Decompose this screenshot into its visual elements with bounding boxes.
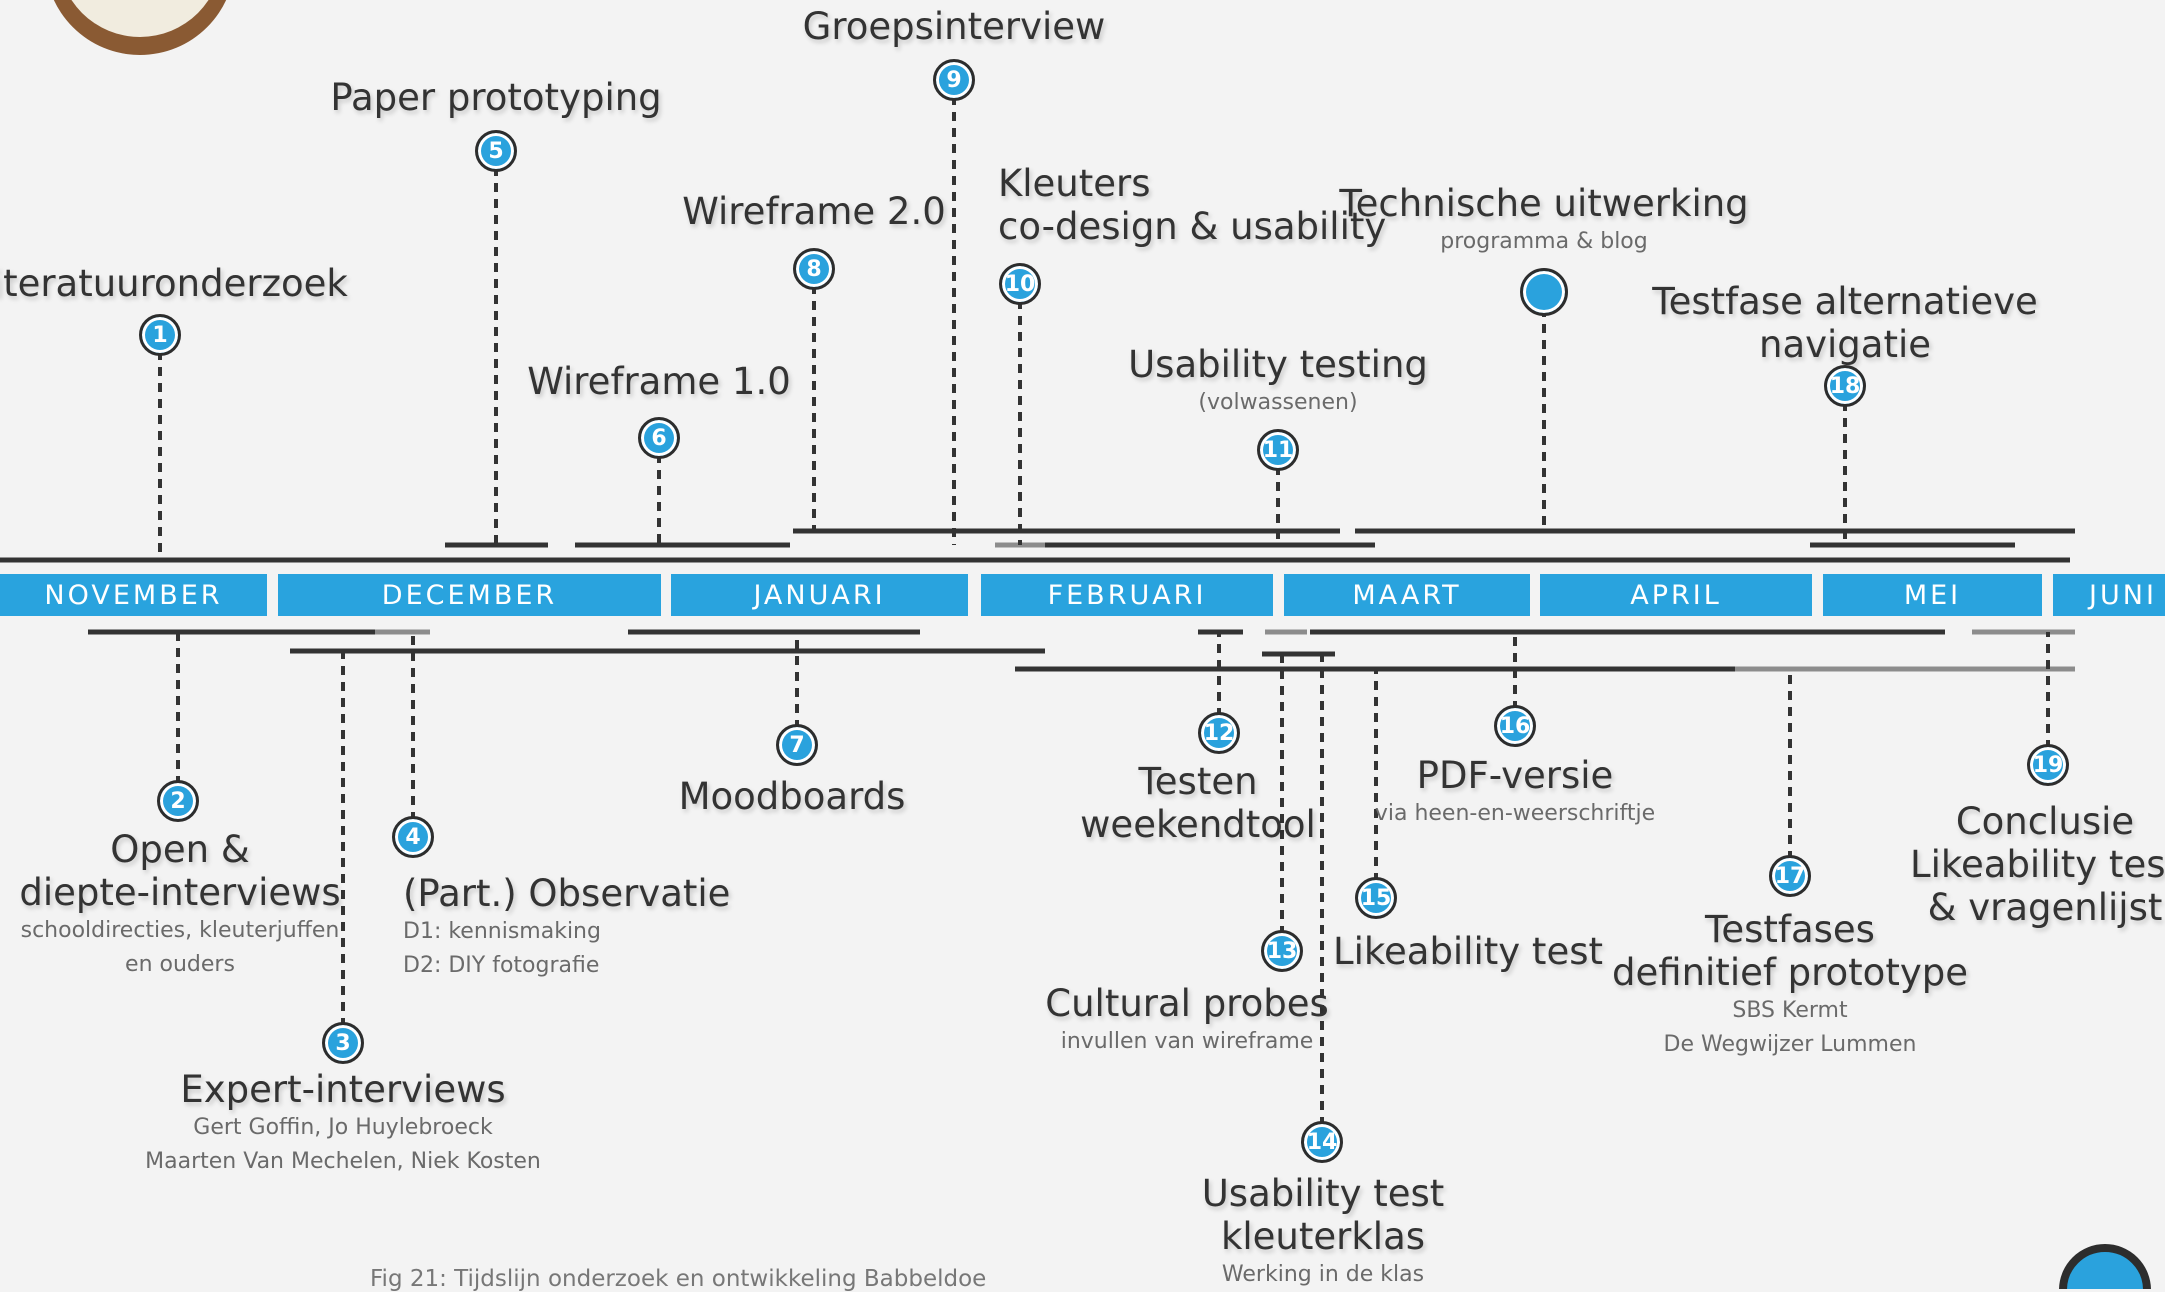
milestone-marker-3: 3 [322,1022,364,1064]
milestone-marker-8: 8 [793,248,835,290]
milestone-subtitle: invullen van wireframe [1060,1029,1314,1054]
milestone-label-technische-uitwerking: Technische uitwerking programma & blog [1339,182,1748,259]
month-november: NOVEMBER [0,574,267,616]
milestone-marker-12: 12 [1198,712,1240,754]
milestone-label-13: Cultural probes invullen van wireframe [1045,982,1329,1059]
milestone-title: Testfases [1705,908,1875,951]
milestone-marker-15: 15 [1355,877,1397,919]
milestone-subtitle: SBS Kermt [1732,998,1848,1023]
milestone-label-15: Likeability test [1333,930,1603,973]
milestone-marker-17: 17 [1769,855,1811,897]
brand-logo-icon [2059,1244,2151,1289]
milestone-title: Wireframe 1.0 [527,360,791,403]
milestone-subtitle: schooldirecties, kleuterjuffen [20,918,340,943]
milestone-title: weekendtool [1080,803,1316,846]
milestone-label-2: Open &diepte-interviews schooldirecties, … [19,828,340,982]
milestone-subtitle: D1: kennismaking [403,919,601,944]
milestone-title: Usability testing [1128,343,1428,386]
milestone-title: Kleuters [998,162,1151,205]
milestone-label-6: Wireframe 1.0 [527,360,791,403]
milestone-marker-13: 13 [1261,930,1303,972]
milestone-title: Testen [1138,760,1258,803]
milestone-title: navigatie [1758,323,1932,366]
milestone-title: Likeability test [1910,843,2165,886]
milestone-title: definitief prototype [1612,951,1968,994]
milestone-title: Paper prototyping [330,76,662,119]
milestone-title: Usability test [1201,1172,1445,1215]
milestone-title: Open & [110,828,250,871]
milestone-title: & vragenlijst [1927,886,2163,929]
month-juni: JUNI [2053,574,2165,616]
month-mei: MEI [1823,574,2042,616]
milestone-marker-16: 16 [1494,705,1536,747]
milestone-marker-19: 19 [2027,744,2069,786]
milestone-label-7: Moodboards [679,775,906,818]
milestone-marker-1: 1 [139,314,181,356]
milestone-title: Moodboards [678,775,906,818]
milestone-label-16: PDF-versie via heen-en-weerschriftje [1375,754,1655,831]
milestone-marker-2: 2 [157,780,199,822]
milestone-title: PDF-versie [1416,754,1614,797]
milestone-title: Conclusie [1955,800,2135,843]
milestone-subtitle: Maarten Van Mechelen, Niek Kosten [145,1149,541,1174]
month-april: APRIL [1540,574,1812,616]
milestone-label-8: Wireframe 2.0 [682,190,946,233]
milestone-marker-technische-uitwerking [1520,268,1568,316]
milestone-marker-4: 4 [392,816,434,858]
milestone-label-9: Groepsinterview [803,5,1106,48]
milestone-subtitle: Gert Goffin, Jo Huylebroeck [193,1115,493,1140]
milestone-label-5: Paper prototyping [330,76,661,119]
milestone-title: Wireframe 2.0 [682,190,946,233]
milestone-title: Literatuuronderzoek [0,262,348,305]
milestone-title: Expert-interviews [180,1068,506,1111]
milestone-title: Cultural probes [1045,982,1329,1025]
milestone-label-1: Literatuuronderzoek [0,262,348,305]
milestone-title: diepte-interviews [19,871,341,914]
figure-caption: Fig 21: Tijdslijn onderzoek en ontwikkel… [370,1266,987,1292]
milestone-title: Groepsinterview [802,5,1106,48]
milestone-marker-5: 5 [475,130,517,172]
milestone-marker-14: 14 [1301,1121,1343,1163]
milestone-marker-6: 6 [638,417,680,459]
milestone-marker-11: 11 [1257,429,1299,471]
milestone-subtitle: De Wegwijzer Lummen [1663,1032,1917,1057]
milestone-subtitle: Werking in de klas [1221,1262,1425,1287]
milestone-title: co-design & usability [998,205,1387,248]
month-februari: FEBRUARI [981,574,1273,616]
month-maart: MAART [1284,574,1530,616]
milestone-subtitle: D2: DIY fotografie [403,953,600,978]
milestone-marker-10: 10 [999,263,1041,305]
milestone-title: (Part.) Observatie [403,872,731,915]
milestone-subtitle: programma & blog [1440,229,1648,254]
milestone-marker-7: 7 [776,724,818,766]
clock-logo-icon [53,0,227,55]
milestone-subtitle: (volwassenen) [1198,390,1358,415]
month-januari: JANUARI [671,574,968,616]
milestone-title: Technische uitwerking [1339,182,1749,225]
milestone-marker-18: 18 [1824,365,1866,407]
month-december: DECEMBER [278,574,661,616]
milestone-marker-9: 9 [933,59,975,101]
milestone-title: Testfase alternatieve [1652,280,2038,323]
milestone-subtitle: en ouders [125,952,235,977]
milestone-label-11: Usability testing (volwassenen) [1128,343,1428,420]
milestone-subtitle: via heen-en-weerschriftje [1374,801,1656,826]
milestone-title: Likeability test [1333,930,1603,973]
milestone-title: kleuterklas [1220,1215,1426,1258]
